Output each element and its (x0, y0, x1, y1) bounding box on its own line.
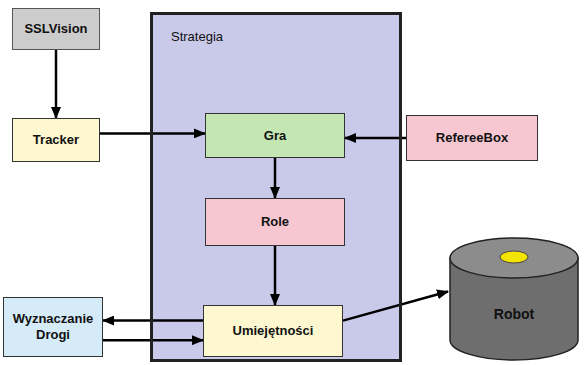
node-label: RefereeBox (436, 130, 508, 146)
status-light (500, 251, 528, 263)
region-fill (150, 12, 402, 362)
process-box: Tracker (12, 118, 100, 162)
arrow-connector (103, 339, 203, 342)
region-heading: Strategia (171, 29, 223, 45)
process-box: Umiejętności (203, 305, 343, 357)
node-label: Tracker (33, 132, 79, 148)
node-label: SSLVision (24, 21, 87, 37)
cylinder-shape (448, 236, 580, 362)
arrow-connector (274, 246, 277, 305)
arrow-connector (343, 291, 448, 320)
arrow-connector (55, 50, 58, 118)
module-region: StrategiaGraRoleUmiejętności (150, 12, 402, 362)
node-label: Role (261, 214, 289, 230)
process-box: Role (205, 198, 345, 246)
node-label: Umiejętności (233, 323, 314, 339)
node-label: Wyznaczanie Drogi (8, 311, 98, 342)
arrow-connector (345, 137, 406, 140)
input-box: RefereeBox (406, 115, 538, 161)
node-label: Robot (494, 306, 534, 323)
robot-cylinder: Robot (448, 236, 580, 362)
arrow-connector (274, 158, 277, 198)
connector-group (56, 50, 448, 340)
process-box: Gra (205, 113, 345, 158)
cylinder-top (450, 238, 578, 278)
node-label: Gra (264, 128, 286, 144)
process-box: Wyznaczanie Drogi (3, 297, 103, 357)
arrow-connector (103, 319, 203, 322)
input-box: SSLVision (12, 8, 100, 50)
